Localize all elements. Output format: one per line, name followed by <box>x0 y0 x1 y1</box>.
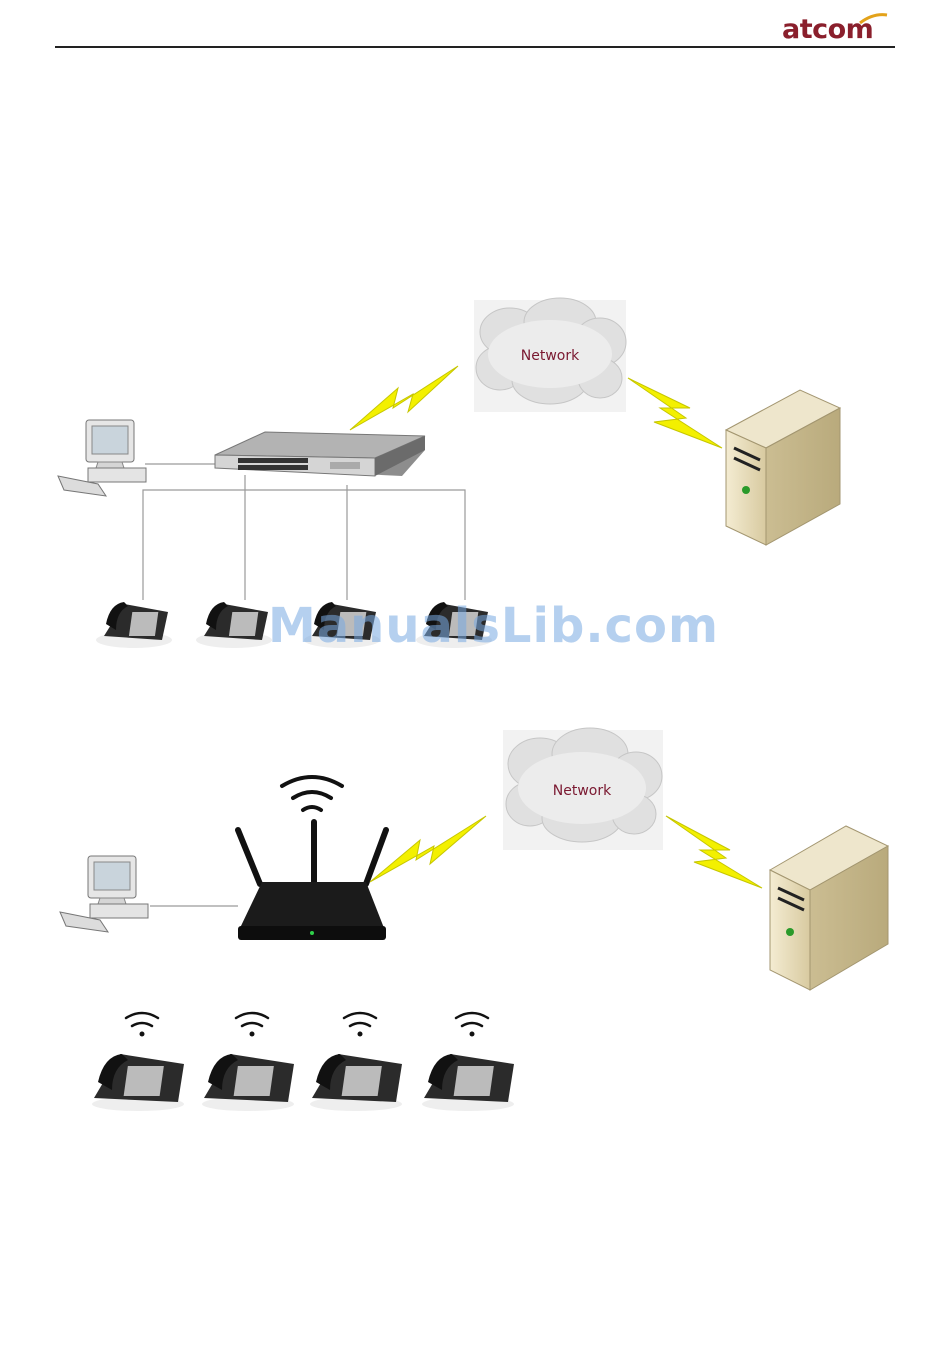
wireless-phone-icon <box>422 1013 514 1111</box>
wireless-phone-icon <box>310 1013 402 1111</box>
lightning-bolt-icon <box>350 366 458 430</box>
wireless-phone-icon <box>202 1013 294 1111</box>
ip-phone-icon <box>196 602 272 648</box>
network-cloud-icon: Network <box>503 728 663 850</box>
wireless-phone-icon <box>92 1013 184 1111</box>
ip-phone-icon <box>96 602 172 648</box>
server-icon <box>770 826 888 990</box>
cloud-label: Network <box>521 348 580 364</box>
atcom-logo: atcom <box>782 12 892 46</box>
header-divider <box>55 46 895 48</box>
router-network-diagram: Network <box>0 720 950 1120</box>
cable-lines <box>143 464 465 600</box>
computer-icon <box>58 420 146 496</box>
lightning-bolt-icon <box>666 816 762 888</box>
cloud-label: Network <box>553 783 612 799</box>
lightning-bolt-icon <box>370 816 486 882</box>
watermark-text: ManualsLib.com <box>268 598 719 654</box>
network-switch-icon <box>215 432 425 476</box>
wireless-router-icon <box>238 822 386 940</box>
network-cloud-icon: Network <box>474 298 626 412</box>
server-icon <box>726 390 840 545</box>
wifi-signal-icon <box>282 777 342 810</box>
lightning-bolt-icon <box>628 378 722 448</box>
computer-icon <box>60 856 148 932</box>
logo-swoosh-icon <box>858 12 888 24</box>
